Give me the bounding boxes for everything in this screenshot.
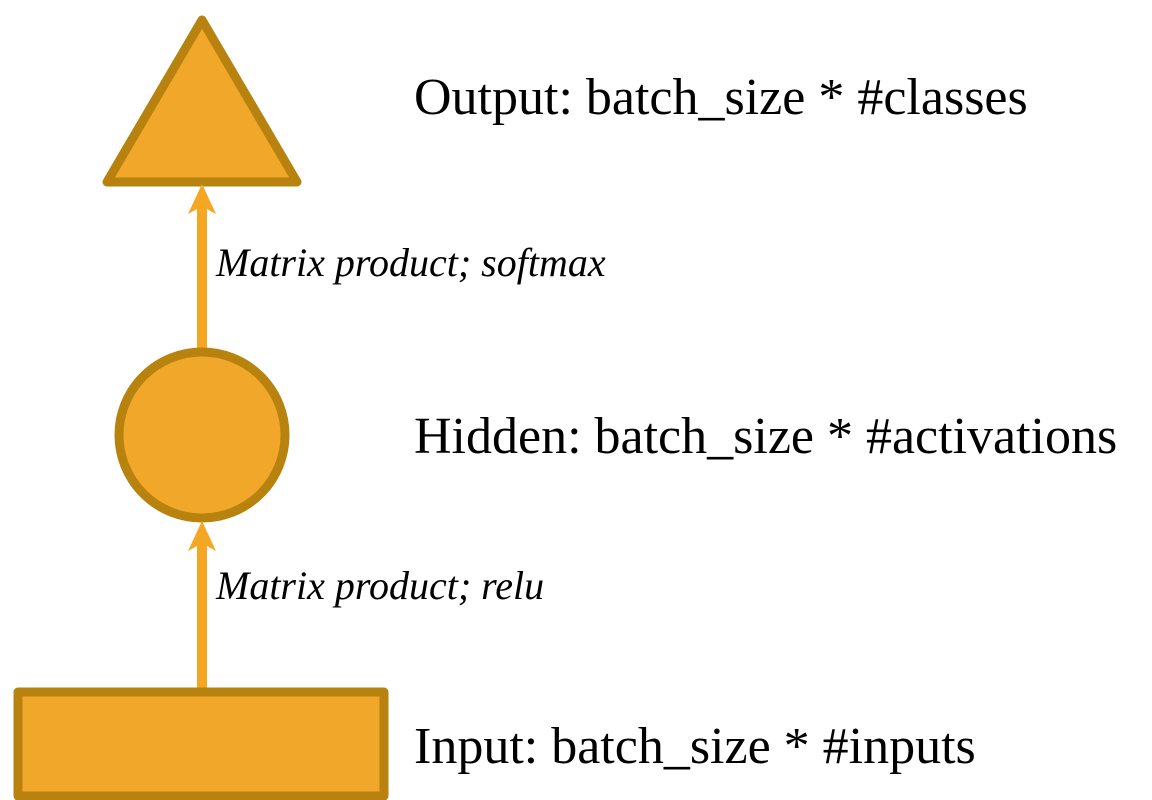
node-hidden-circle[interactable]	[114, 347, 290, 523]
node-input-rectangle[interactable]	[13, 687, 389, 800]
node-label-output: Output: batch_size * #classes	[414, 69, 1028, 126]
node-output-triangle[interactable]	[102, 15, 302, 187]
edge-hidden-to-output-arrow[interactable]	[188, 184, 216, 352]
edge-label-input-to-hidden: Matrix product; relu	[216, 563, 545, 608]
edge-label-hidden-to-output: Matrix product; softmax	[216, 240, 606, 285]
node-label-hidden: Hidden: batch_size * #activations	[414, 408, 1118, 465]
node-label-input: Input: batch_size * #inputs	[414, 718, 976, 775]
edge-input-to-hidden-arrow[interactable]	[188, 521, 216, 692]
